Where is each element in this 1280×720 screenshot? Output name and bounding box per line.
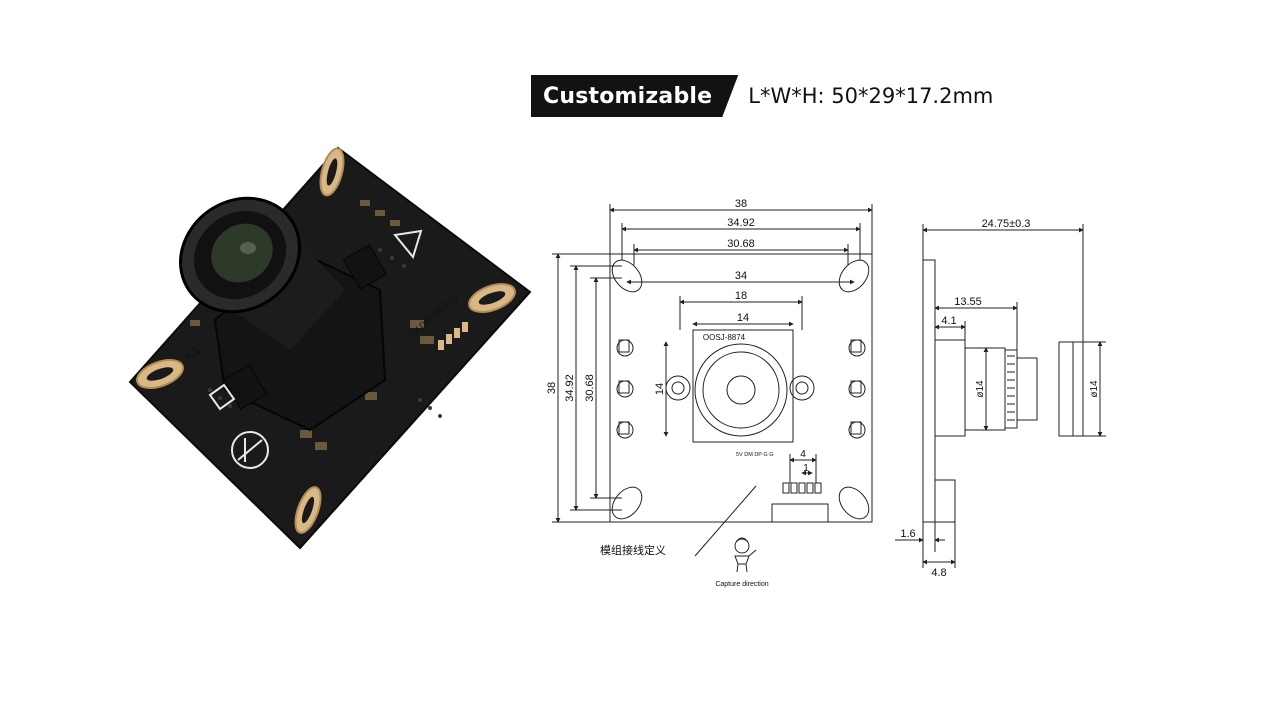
sensor-label: OOSJ-8874 xyxy=(703,333,746,342)
board-outline xyxy=(609,253,873,523)
spec-header: Customizable L*W*H: 50*29*17.2mm xyxy=(531,75,993,117)
dim-48: 4.8 xyxy=(931,567,946,579)
dim-3068-left: 30.68 xyxy=(584,374,596,402)
dim-phi14-lens: ø14 xyxy=(1089,380,1100,398)
front-view xyxy=(552,204,873,557)
dim-38-left: 38 xyxy=(546,382,558,394)
side-view xyxy=(895,224,1106,568)
dimension-spec: L*W*H: 50*29*17.2mm xyxy=(748,84,994,108)
capture-direction-label: Capture direction xyxy=(715,581,768,588)
gold-pads xyxy=(438,322,468,350)
dim-1355: 13.55 xyxy=(954,296,982,308)
dim-16: 1.6 xyxy=(900,528,915,540)
camera-module-photo: K1 5V DM DP G G xyxy=(128,146,532,550)
dim-3068-top: 30.68 xyxy=(727,238,755,250)
customizable-badge: Customizable xyxy=(531,75,738,117)
dim-connector-4: 4 xyxy=(800,449,806,460)
dim-total-length: 24.75±0.3 xyxy=(982,218,1031,230)
dim-phi14-holder: ø14 xyxy=(975,380,986,398)
front-view-labels: 38 34.92 30.68 34 18 14 OOSJ-8874 38 34.… xyxy=(546,198,809,588)
capture-direction-icon xyxy=(734,537,757,573)
dim-34: 34 xyxy=(735,270,747,282)
dim-connector-1: 1 xyxy=(803,463,809,474)
technical-drawing: 38 34.92 30.68 34 18 14 OOSJ-8874 38 34.… xyxy=(546,198,1106,588)
side-view-labels: 24.75±0.3 13.55 4.1 ø14 ø14 1.6 4.8 xyxy=(900,218,1100,579)
lens-thread xyxy=(1007,355,1015,421)
dim-3492-left: 34.92 xyxy=(564,374,576,402)
lens-barrel xyxy=(179,196,345,350)
led-pads-left xyxy=(616,339,634,439)
dim-41: 4.1 xyxy=(941,315,956,327)
wiring-definition-note: 模组接线定义 xyxy=(600,543,666,557)
dim-14-horizontal: 14 xyxy=(737,312,749,324)
mounting-hole-centers xyxy=(146,158,506,524)
dim-3492-top: 34.92 xyxy=(727,217,755,229)
mounting-holes xyxy=(136,147,516,534)
front-corner-holes xyxy=(611,259,870,520)
connector-pins xyxy=(782,482,822,494)
lens-outer xyxy=(694,343,788,437)
lens-holder-outline xyxy=(692,329,794,443)
board-markings xyxy=(208,229,423,469)
dim-18: 18 xyxy=(735,290,747,302)
connector xyxy=(771,503,829,523)
dim-14-vertical: 14 xyxy=(654,383,666,395)
side-board xyxy=(922,259,936,523)
note-leader-line xyxy=(694,485,757,557)
led-pads-right xyxy=(848,339,866,439)
pin-label: 5V DM DP G G xyxy=(736,452,774,458)
dim-38-top: 38 xyxy=(735,198,747,210)
